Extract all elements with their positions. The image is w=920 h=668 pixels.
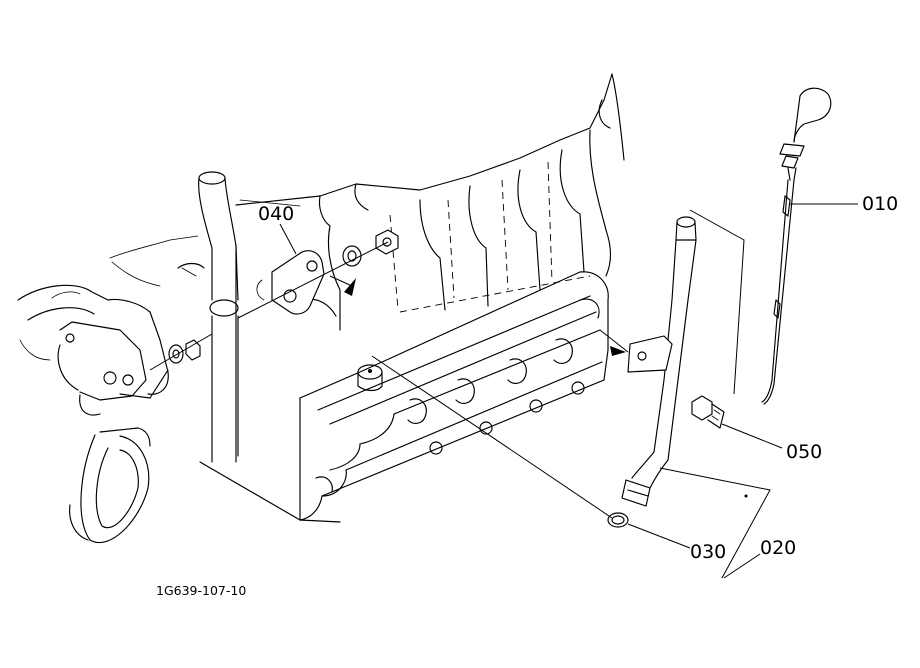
part-label-010: 010 xyxy=(862,193,898,215)
bolt-050 xyxy=(691,395,725,429)
dipstick-010 xyxy=(761,87,832,405)
block-upper-left xyxy=(109,199,301,287)
part-label-030: 030 xyxy=(690,541,726,563)
small-washers xyxy=(168,339,201,364)
timing-cover xyxy=(17,284,169,416)
lower-crankcase xyxy=(299,271,609,521)
bracket-040 xyxy=(256,250,325,315)
engine-block xyxy=(199,73,625,523)
part-label-050: 050 xyxy=(786,441,822,463)
crank-pulley xyxy=(69,427,151,544)
drawing-code: 1G639-107-10 xyxy=(156,583,246,598)
guide-tube xyxy=(599,216,697,507)
part-label-020: 020 xyxy=(760,537,796,559)
part-label-040: 040 xyxy=(258,203,294,225)
o-ring-030 xyxy=(607,512,629,528)
filler-pipe xyxy=(198,171,239,463)
